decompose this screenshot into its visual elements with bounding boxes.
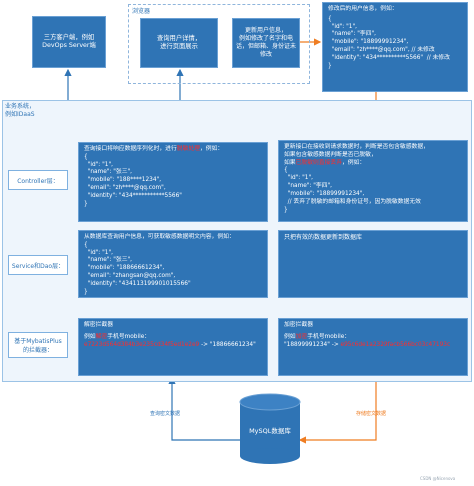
database-cylinder bbox=[239, 393, 301, 464]
code-line: "id": "1", bbox=[284, 175, 313, 182]
code-line: "mobile": "188****1234", bbox=[84, 177, 162, 184]
business-label-line: 业务系统， bbox=[5, 103, 36, 110]
update-user-box: 更新用户信息， 例如修改了名字和电 话，但邮箱、身份证未 修改 bbox=[232, 18, 300, 68]
code-line: "email": "zh****@qq.com", bbox=[84, 185, 166, 192]
service-layer-label: Service和Dao层： bbox=[8, 255, 68, 275]
decrypt-cipher-line: e7223d564d384b3e235cd34f5ed1e2e9 -> "188… bbox=[84, 341, 256, 348]
modified-user-box: 修改后的用户信息，例如： { "id": "1", "name": "李四", … bbox=[322, 2, 468, 92]
mybatis-layer-label: 基于MybatisPlus 的拦截器： bbox=[8, 332, 68, 358]
code-line: "mobile": "18866661234", bbox=[84, 265, 165, 272]
code-line: "id": "1", bbox=[84, 249, 113, 256]
code-line: "name": "李四", bbox=[284, 183, 333, 190]
encrypt-interceptor-title: 加密拦截器 bbox=[284, 322, 313, 328]
code-line: "identity": "434**********5566" // 未修改 bbox=[328, 54, 450, 61]
code-line: } bbox=[328, 62, 332, 69]
code-line: { bbox=[328, 15, 332, 22]
code-line: "mobile": "18899991234", bbox=[284, 190, 365, 197]
browser-label: 浏览器 bbox=[132, 8, 151, 15]
code-line: } bbox=[84, 200, 88, 207]
code-line: // 丢弃了脱敏的邮箱和身份证号，因为脱敏数据无效 bbox=[284, 198, 421, 205]
decrypt-example-line: 例如解密手机号mobile： bbox=[84, 333, 151, 340]
mysql-db-label: MySQL数据库 bbox=[249, 427, 291, 435]
code-line: "id": "1", bbox=[84, 161, 113, 168]
watermark: CSDN @Nicenova bbox=[420, 476, 456, 481]
right-controller-line: 如果包含敏感数据判断是否已脱敏， bbox=[284, 151, 377, 158]
code-line: "email": "zhangsan@qq.com", bbox=[84, 273, 176, 280]
code-line: "name": "张三", bbox=[84, 257, 133, 264]
encrypt-cipher-line: "18899991234" -> e95c6de1a2329facb566bc0… bbox=[284, 341, 451, 348]
encrypt-example-line: 例如加密手机号mobile： bbox=[284, 333, 351, 340]
code-line: "email": "zh****@qq.com", // 未修改 bbox=[328, 47, 435, 54]
business-label-line: 例如IDaaS bbox=[5, 110, 35, 118]
right-controller-box: 更新接口在接收到请求数据时，判断是否包含敏感数据， 如果包含敏感数据判断是否已脱… bbox=[278, 140, 468, 222]
code-line: "name": "李四", bbox=[328, 31, 377, 38]
left-controller-title: 查询接口将响应数据序列化时，进行脱敏处理，例如： bbox=[84, 146, 224, 152]
right-service-box: 只把有效的数据更新到数据库 bbox=[278, 230, 468, 298]
code-line: { bbox=[84, 153, 88, 160]
decrypt-interceptor-title: 解密拦截器 bbox=[84, 322, 113, 328]
right-controller-line: 如果已脱敏则直接丢弃，例如： bbox=[284, 159, 366, 166]
code-line: "identity": "434***********5566" bbox=[84, 192, 182, 199]
left-service-title: 从数据库查询用户信息，可获取敏感数据明文内容，例如： bbox=[84, 234, 235, 240]
code-line: { bbox=[284, 167, 288, 174]
query-cipher-label: 查询密文数据 bbox=[150, 411, 181, 417]
left-service-box: 从数据库查询用户信息，可获取敏感数据明文内容，例如： { "id": "1", … bbox=[78, 230, 268, 298]
store-cipher-label: 存储密文数据 bbox=[356, 411, 387, 417]
controller-layer-label: Controller层： bbox=[8, 170, 68, 190]
business-system-label: 业务系统， 例如IDaaS bbox=[5, 103, 35, 119]
code-line: { bbox=[84, 241, 88, 248]
browser-region bbox=[128, 4, 310, 84]
code-line: } bbox=[284, 206, 288, 213]
code-line: "mobile": "18899991234", bbox=[328, 39, 409, 46]
right-encrypt-interceptor-box: 加密拦截器 例如加密手机号mobile： "18899991234" -> e9… bbox=[278, 318, 468, 376]
client-box: 三方客户端，例如 DevOps Server端 bbox=[32, 16, 106, 68]
arrow-db-to-left bbox=[168, 376, 240, 441]
code-line: } bbox=[84, 288, 88, 295]
code-line: "identity": "434113199901015566" bbox=[84, 280, 191, 287]
query-detail-box: 查询用户详情， 进行页面展示 bbox=[140, 18, 218, 68]
right-controller-line: 更新接口在接收到请求数据时，判断是否包含敏感数据， bbox=[284, 144, 429, 150]
code-line: "id": "1", bbox=[328, 23, 357, 30]
code-line: "name": "张三", bbox=[84, 169, 133, 176]
left-decrypt-interceptor-box: 解密拦截器 例如解密手机号mobile： e7223d564d384b3e235… bbox=[78, 318, 268, 376]
arrow-store-to-db bbox=[298, 376, 377, 444]
left-controller-box: 查询接口将响应数据序列化时，进行脱敏处理，例如： { "id": "1", "n… bbox=[78, 142, 268, 222]
modified-user-title: 修改后的用户信息，例如： bbox=[328, 6, 398, 12]
